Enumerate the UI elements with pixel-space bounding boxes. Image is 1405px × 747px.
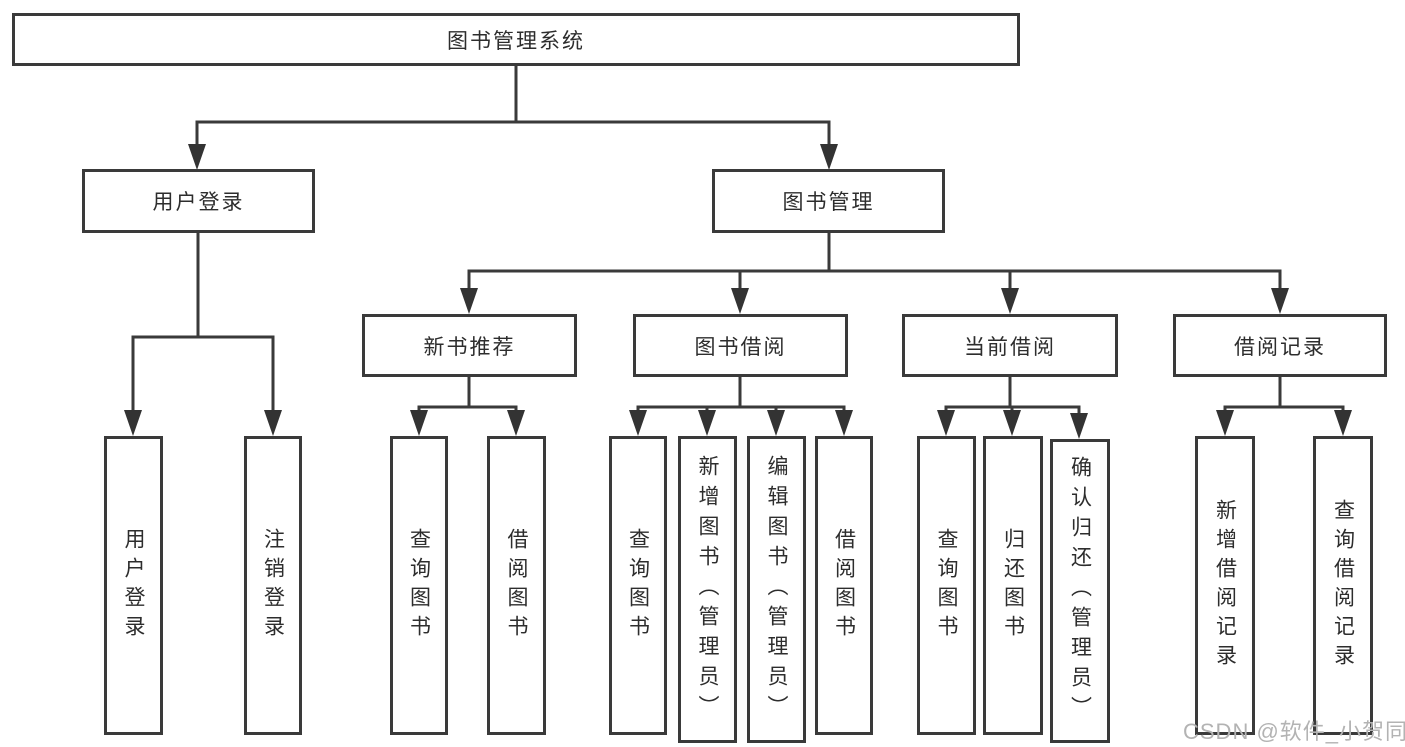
leaf-query-books-2: 查询图书 (609, 436, 667, 735)
node-book-borrowing: 图书借阅 (633, 314, 848, 377)
leaf-edit-book-admin: 编辑图书（管理员） (747, 436, 806, 743)
leaf-query-books-3: 查询图书 (917, 436, 976, 735)
leaf-borrow-books-2: 借阅图书 (815, 436, 873, 735)
node-borrowing-records: 借阅记录 (1173, 314, 1387, 377)
csdn-watermark: CSDN @软件_小贺同学 (1183, 719, 1405, 744)
leaf-query-books-1: 查询图书 (390, 436, 448, 735)
node-new-book-recommend: 新书推荐 (362, 314, 577, 377)
node-user-login: 用户登录 (82, 169, 315, 233)
node-current-borrowing: 当前借阅 (902, 314, 1118, 377)
leaf-add-book-admin: 新增图书（管理员） (678, 436, 737, 743)
leaf-logout: 注销登录 (244, 436, 302, 735)
leaf-confirm-return-admin: 确认归还（管理员） (1050, 439, 1110, 743)
leaf-add-borrow-record: 新增借阅记录 (1195, 436, 1255, 735)
leaf-user-login: 用户登录 (104, 436, 163, 735)
leaf-return-books: 归还图书 (983, 436, 1043, 735)
node-root-system: 图书管理系统 (12, 13, 1020, 66)
leaf-query-borrow-record: 查询借阅记录 (1313, 436, 1373, 735)
leaf-borrow-books-1: 借阅图书 (487, 436, 546, 735)
node-book-management: 图书管理 (712, 169, 945, 233)
